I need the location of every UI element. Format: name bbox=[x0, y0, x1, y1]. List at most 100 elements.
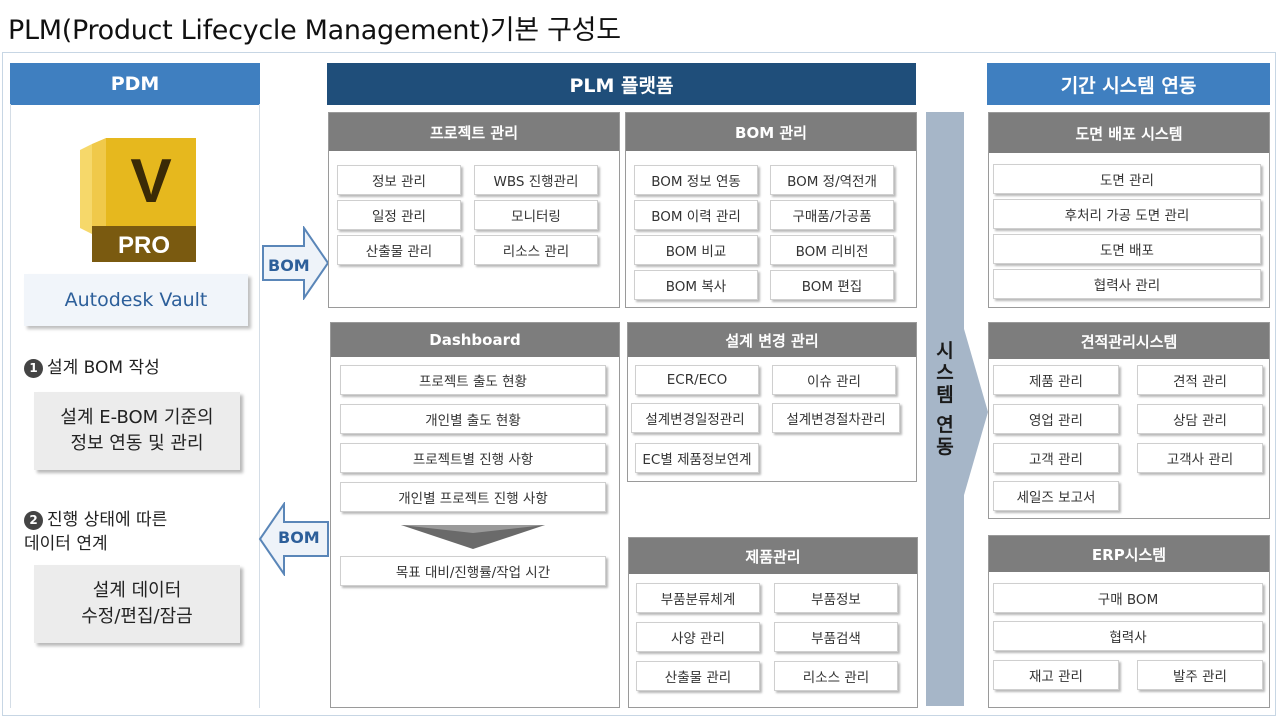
system-link-char: 시 bbox=[936, 340, 954, 362]
system-link-bar bbox=[926, 112, 964, 706]
bom-item[interactable]: 구매품/가공품 bbox=[770, 200, 894, 230]
system-link-char: 연 bbox=[936, 414, 954, 436]
bom-panel-title: BOM 관리 bbox=[626, 113, 916, 151]
bom-item[interactable]: BOM 이력 관리 bbox=[634, 200, 758, 230]
step-1-box-line1: 설계 E-BOM 기준의 bbox=[60, 407, 214, 428]
product-item[interactable]: 부품검색 bbox=[774, 622, 898, 652]
system-link-char: 동 bbox=[936, 436, 954, 458]
system-link-label: 시 스 템 연 동 bbox=[926, 340, 964, 458]
estimate-item[interactable]: 고객사 관리 bbox=[1137, 443, 1263, 473]
dashboard-panel: Dashboard 프로젝트 출도 현황 개인별 출도 현황 프로젝트별 진행 … bbox=[330, 322, 620, 708]
design-change-item[interactable]: 설계변경일정관리 bbox=[631, 403, 759, 433]
bom-item[interactable]: BOM 정/역전개 bbox=[770, 165, 894, 195]
pdm-header: PDM bbox=[10, 63, 260, 105]
bom-right-arrow-icon bbox=[262, 226, 330, 300]
erp-item[interactable]: 발주 관리 bbox=[1137, 660, 1263, 690]
step-1-box: 설계 E-BOM 기준의 정보 연동 및 관리 bbox=[34, 392, 240, 470]
system-link-char: 스 bbox=[936, 362, 954, 384]
step-2-box: 설계 데이터 수정/편집/잠금 bbox=[34, 565, 240, 643]
product-panel-title: 제품관리 bbox=[629, 538, 917, 574]
page-title: PLM(Product Lifecycle Management)기본 구성도 bbox=[8, 15, 621, 46]
logo-badge-text: PRO bbox=[118, 232, 170, 259]
bom-item[interactable]: BOM 편집 bbox=[770, 270, 894, 300]
dashboard-result[interactable]: 목표 대비/진행률/작업 시간 bbox=[340, 556, 606, 586]
bom-item[interactable]: BOM 비교 bbox=[634, 235, 758, 265]
product-panel: 제품관리 부품분류체계 부품정보 사양 관리 부품검색 산출물 관리 리소스 관… bbox=[628, 537, 918, 708]
autodesk-vault-label: Autodesk Vault bbox=[24, 274, 248, 326]
project-item[interactable]: 일정 관리 bbox=[337, 200, 461, 230]
estimate-item[interactable]: 고객 관리 bbox=[993, 443, 1119, 473]
step-2-box-line1: 설계 데이터 bbox=[92, 580, 182, 601]
product-item[interactable]: 산출물 관리 bbox=[636, 661, 760, 691]
erp-item[interactable]: 구매 BOM bbox=[993, 583, 1263, 613]
erp-panel: ERP시스템 구매 BOM 협력사 재고 관리 발주 관리 bbox=[988, 535, 1270, 708]
design-change-item[interactable]: ECR/ECO bbox=[635, 365, 759, 395]
bom-panel: BOM 관리 BOM 정보 연동 BOM 정/역전개 BOM 이력 관리 구매품… bbox=[625, 112, 917, 308]
step-1-box-line2: 정보 연동 및 관리 bbox=[70, 433, 204, 454]
drawing-item[interactable]: 도면 배포 bbox=[993, 234, 1261, 264]
erp-panel-title: ERP시스템 bbox=[989, 536, 1269, 572]
estimate-item[interactable]: 영업 관리 bbox=[993, 404, 1119, 434]
logo-badge-plate bbox=[92, 226, 196, 262]
logo-letter: V bbox=[130, 147, 171, 216]
drawing-item[interactable]: 협력사 관리 bbox=[993, 269, 1261, 299]
project-panel: 프로젝트 관리 정보 관리 WBS 진행관리 일정 관리 모니터링 산출물 관리… bbox=[328, 112, 620, 308]
erp-item[interactable]: 협력사 bbox=[993, 621, 1263, 651]
step-2-text-line2: 데이터 연계 bbox=[24, 534, 108, 554]
dashboard-item[interactable]: 프로젝트별 진행 사항 bbox=[340, 443, 606, 473]
pdm-column bbox=[10, 104, 260, 708]
design-change-panel: 설계 변경 관리 ECR/ECO 이슈 관리 설계변경일정관리 설계변경절차관리… bbox=[627, 322, 917, 482]
dashboard-panel-title: Dashboard bbox=[331, 323, 619, 357]
product-item[interactable]: 사양 관리 bbox=[636, 622, 760, 652]
estimate-item[interactable]: 견적 관리 bbox=[1137, 365, 1263, 395]
bom-item[interactable]: BOM 리비전 bbox=[770, 235, 894, 265]
project-item[interactable]: 정보 관리 bbox=[337, 165, 461, 195]
dashboard-item[interactable]: 개인별 출도 현황 bbox=[340, 404, 606, 434]
drawing-panel-title: 도면 배포 시스템 bbox=[989, 113, 1269, 153]
project-panel-title: 프로젝트 관리 bbox=[329, 113, 619, 151]
down-chevron-icon bbox=[401, 525, 545, 549]
estimate-panel-title: 견적관리시스템 bbox=[989, 323, 1269, 359]
erp-item[interactable]: 재고 관리 bbox=[993, 660, 1119, 690]
project-item[interactable]: WBS 진행관리 bbox=[474, 165, 598, 195]
estimate-panel: 견적관리시스템 제품 관리 견적 관리 영업 관리 상담 관리 고객 관리 고객… bbox=[988, 322, 1270, 519]
design-change-item[interactable]: 이슈 관리 bbox=[772, 365, 896, 395]
ext-header: 기간 시스템 연동 bbox=[987, 63, 1270, 105]
dashboard-item[interactable]: 개인별 프로젝트 진행 사항 bbox=[340, 482, 606, 512]
drawing-panel: 도면 배포 시스템 도면 관리 후처리 가공 도면 관리 도면 배포 협력사 관… bbox=[988, 112, 1270, 308]
step-2-text-line1: 진행 상태에 따른 bbox=[47, 510, 168, 530]
estimate-item[interactable]: 제품 관리 bbox=[993, 365, 1119, 395]
logo-front-face bbox=[106, 138, 196, 228]
design-change-item[interactable]: EC별 제품정보연계 bbox=[635, 443, 759, 473]
plm-header: PLM 플랫폼 bbox=[327, 63, 916, 105]
dashboard-item[interactable]: 프로젝트 출도 현황 bbox=[340, 365, 606, 395]
drawing-item[interactable]: 후처리 가공 도면 관리 bbox=[993, 199, 1261, 229]
bom-right-arrow-label: BOM bbox=[268, 256, 310, 275]
step-2-number-icon: 2 bbox=[24, 510, 43, 530]
bom-item[interactable]: BOM 복사 bbox=[634, 270, 758, 300]
step-1-text: 설계 BOM 작성 bbox=[47, 358, 160, 378]
step-1-number-icon: 1 bbox=[24, 358, 43, 378]
bom-left-arrow-label: BOM bbox=[278, 528, 320, 547]
design-change-panel-title: 설계 변경 관리 bbox=[628, 323, 916, 357]
bom-left-arrow-icon bbox=[258, 502, 329, 576]
system-link-char: 템 bbox=[936, 384, 954, 406]
project-item[interactable]: 산출물 관리 bbox=[337, 235, 461, 265]
logo-edge-face bbox=[80, 144, 92, 234]
estimate-item[interactable]: 세일즈 보고서 bbox=[993, 481, 1119, 511]
product-item[interactable]: 부품정보 bbox=[774, 583, 898, 613]
design-change-item[interactable]: 설계변경절차관리 bbox=[772, 403, 900, 433]
product-item[interactable]: 부품분류체계 bbox=[636, 583, 760, 613]
system-link-arrow-icon bbox=[962, 322, 988, 502]
vault-pro-logo-icon: V PRO bbox=[80, 138, 196, 262]
logo-side-face bbox=[92, 138, 106, 238]
step-2-box-line2: 수정/편집/잠금 bbox=[81, 606, 193, 627]
project-item[interactable]: 리소스 관리 bbox=[474, 235, 598, 265]
estimate-item[interactable]: 상담 관리 bbox=[1137, 404, 1263, 434]
product-item[interactable]: 리소스 관리 bbox=[774, 661, 898, 691]
project-item[interactable]: 모니터링 bbox=[474, 200, 598, 230]
drawing-item[interactable]: 도면 관리 bbox=[993, 164, 1261, 194]
bom-item[interactable]: BOM 정보 연동 bbox=[634, 165, 758, 195]
